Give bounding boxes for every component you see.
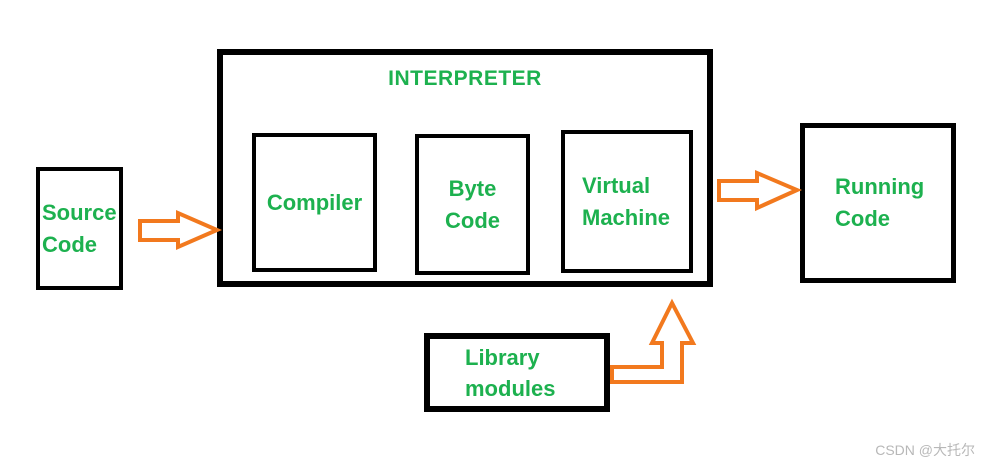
byte-code-label-line2: Code [445, 207, 500, 233]
library-modules-label-line2: modules [465, 375, 556, 401]
compiler-box: Compiler [252, 133, 377, 272]
virtual-machine-label: Virtual Machine [565, 134, 689, 269]
watermark: CSDN @大托尔 [875, 442, 975, 458]
virtual-machine-label-line1: Virtual [582, 172, 651, 198]
source-code-label-line2: Code [42, 231, 97, 257]
byte-code-label-line1: Byte [448, 175, 497, 201]
library-modules-label-line1: Library [465, 344, 540, 370]
compiler-label-line1: Compiler [266, 189, 363, 215]
running-code-box: Running Code [800, 123, 956, 283]
interpreter-title: INTERPRETER [388, 67, 542, 90]
arrow-library-modules-to-interpreter-icon [610, 298, 697, 384]
library-modules-box: Library modules [424, 333, 610, 412]
library-modules-label: Library modules [430, 339, 604, 406]
source-code-label-line1: Source [42, 199, 117, 225]
source-code-box: Source Code [36, 167, 123, 290]
running-code-label-line1: Running [835, 174, 925, 199]
compiler-label: Compiler [256, 137, 373, 268]
running-code-label: Running Code [805, 128, 951, 278]
running-code-label-line2: Code [835, 206, 890, 231]
source-code-label: Source Code [40, 171, 119, 286]
virtual-machine-box: Virtual Machine [561, 130, 693, 273]
virtual-machine-label-line2: Machine [582, 204, 671, 230]
arrow-interpreter-to-running-code-icon [717, 169, 802, 212]
arrow-source-code-to-interpreter-icon [138, 209, 223, 251]
interpreter-box: INTERPRETER Compiler Byte Code Virtual M… [217, 49, 713, 287]
byte-code-box: Byte Code [415, 134, 530, 275]
byte-code-label: Byte Code [419, 138, 526, 271]
